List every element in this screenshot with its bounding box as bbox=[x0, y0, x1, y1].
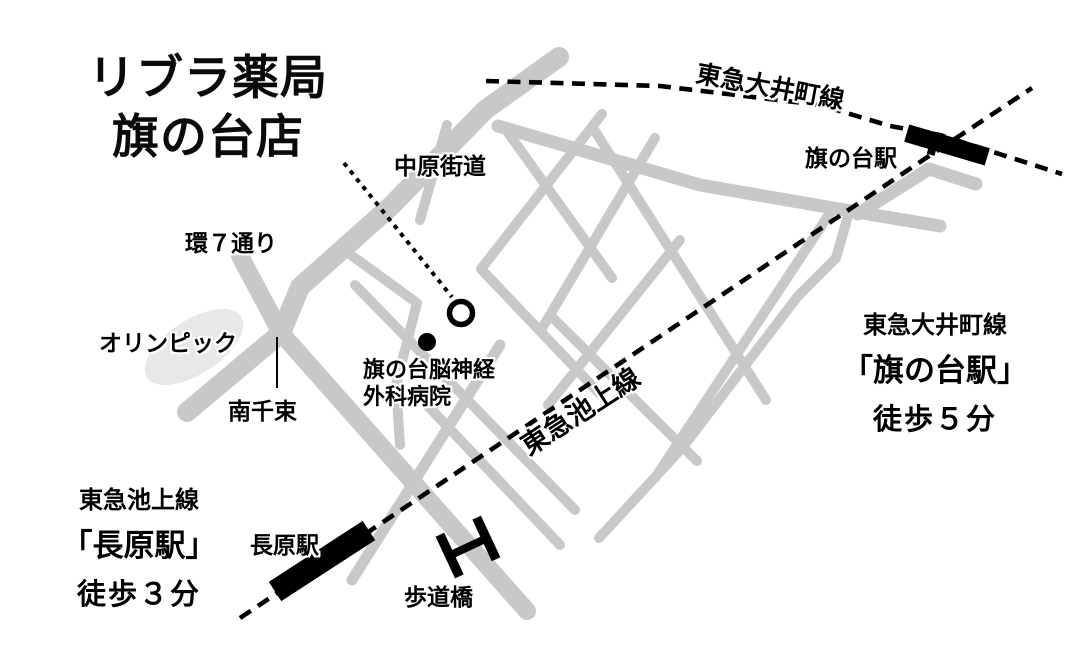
street bbox=[543, 235, 685, 410]
pedestrian-bridge-icon bbox=[435, 515, 501, 579]
hatanodai-access-line: 東急大井町線 bbox=[863, 312, 1007, 339]
hatanodai-station-label: 旗の台駅 bbox=[805, 145, 897, 171]
kan7-dori-road bbox=[231, 247, 536, 620]
bridge-crossbar bbox=[447, 534, 489, 560]
nagahara-access-station: 「長原駅」 bbox=[61, 528, 217, 563]
hatanodai-access-walk: 徒歩５分 bbox=[872, 404, 997, 436]
street bbox=[476, 109, 607, 399]
pharmacy-location-marker bbox=[446, 298, 476, 328]
hatanodai-station-marker bbox=[904, 124, 990, 166]
ikegami-line-dashed bbox=[238, 86, 1034, 620]
roads bbox=[177, 47, 983, 620]
street bbox=[650, 205, 837, 483]
title-leader-line bbox=[342, 161, 454, 299]
pedestrian-bridge-label: 歩道橋 bbox=[404, 584, 473, 610]
nakahara-kaido-road bbox=[177, 47, 569, 422]
nagahara-station-label: 長原駅 bbox=[250, 532, 319, 558]
street bbox=[346, 339, 506, 586]
kan7-dori-label: 環７通り bbox=[185, 230, 277, 256]
minami-senzoku-label: 南千束 bbox=[228, 398, 297, 424]
street bbox=[548, 313, 702, 466]
nagahara-station-marker bbox=[268, 520, 376, 602]
street bbox=[499, 122, 617, 283]
hospital-label-line1: 旗の台脳神経 bbox=[363, 357, 496, 382]
hatanodai-access-info: 東急大井町線 「旗の台駅」 徒歩５分 bbox=[830, 305, 1040, 438]
bridge-right-bar bbox=[472, 515, 501, 562]
station-road-branch bbox=[851, 162, 983, 221]
nagahara-access-line: 東急池上線 bbox=[79, 487, 199, 514]
station-bar bbox=[904, 124, 990, 166]
hospital-marker-dot bbox=[418, 333, 436, 351]
nakahara-kaido-label: 中原街道 bbox=[394, 153, 486, 179]
street bbox=[594, 211, 853, 543]
page-title: リブラ薬局 旗の台店 bbox=[62, 48, 354, 166]
station-road bbox=[491, 119, 947, 233]
hospital-label: 旗の台脳神経 外科病院 bbox=[363, 357, 523, 411]
station-bar bbox=[268, 520, 376, 602]
hospital-label-line2: 外科病院 bbox=[363, 383, 452, 409]
hatanodai-access-station: 「旗の台駅」 bbox=[842, 353, 1028, 388]
station-bar-notch bbox=[926, 146, 937, 156]
title-line2: 旗の台店 bbox=[112, 110, 304, 164]
olympic-label: オリンピック bbox=[99, 330, 237, 356]
bridge-left-bar bbox=[435, 532, 464, 579]
nagahara-access-walk: 徒歩３分 bbox=[76, 579, 201, 611]
title-line1: リブラ薬局 bbox=[88, 51, 328, 104]
nagahara-access-info: 東急池上線 「長原駅」 徒歩３分 bbox=[44, 480, 234, 613]
olympic-area-shape bbox=[144, 309, 244, 385]
